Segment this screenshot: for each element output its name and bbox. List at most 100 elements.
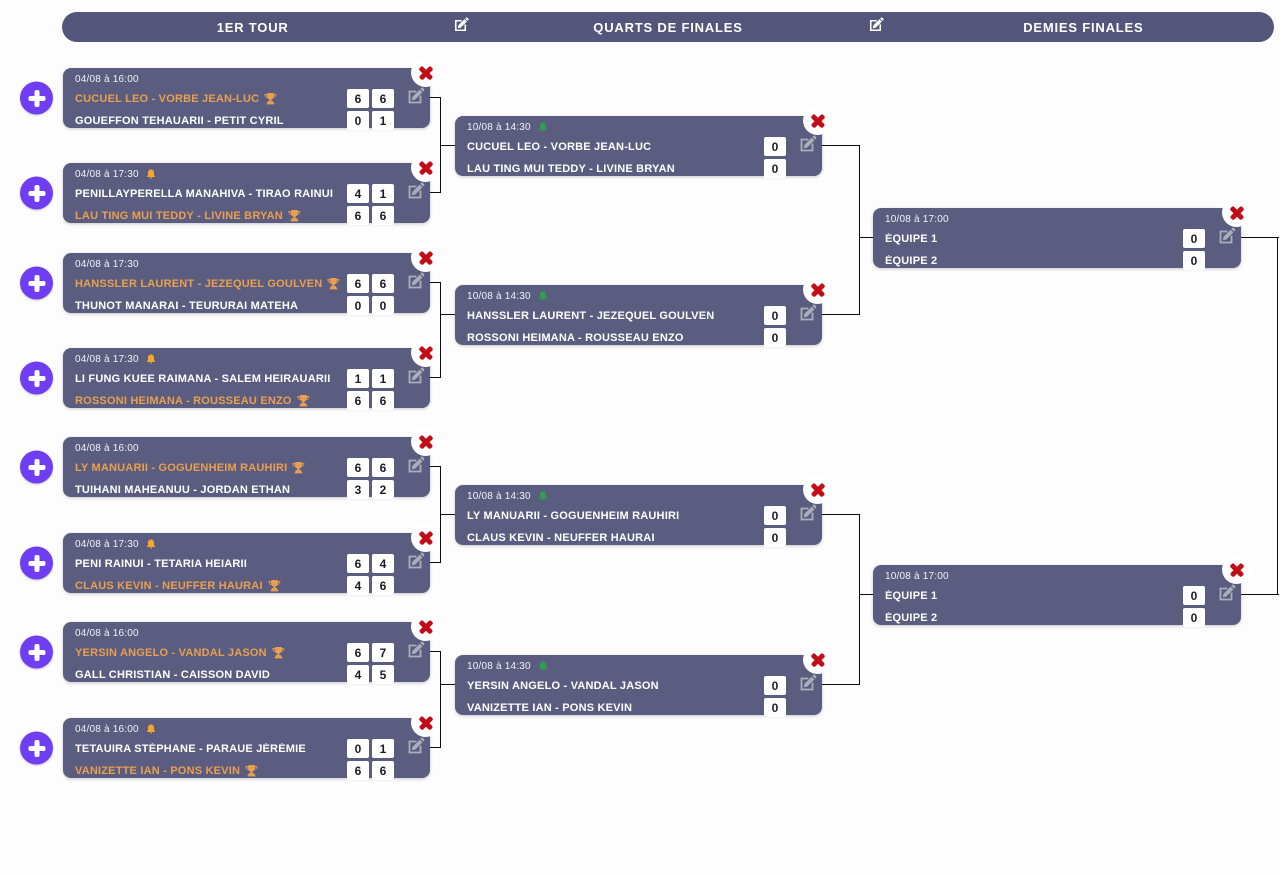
score-input[interactable]: 7 [372,643,394,662]
edit-round-button[interactable] [443,14,477,40]
edit-match-button[interactable] [1214,583,1238,607]
score-input[interactable]: 0 [764,676,786,695]
add-match-button[interactable] [20,546,53,580]
delete-match-button[interactable] [803,645,832,674]
add-match-button[interactable] [20,731,53,765]
edit-match-button[interactable] [403,181,427,205]
delete-match-button[interactable] [411,243,440,272]
bell-icon[interactable] [145,723,157,736]
score-input[interactable]: 0 [347,739,369,758]
score-input[interactable]: 6 [347,89,369,108]
score-input[interactable]: 6 [347,274,369,293]
score-input[interactable]: 0 [347,111,369,130]
score-input[interactable]: 1 [372,111,394,130]
score-input[interactable]: 6 [347,643,369,662]
edit-match-button[interactable] [403,86,427,110]
score-input[interactable]: 6 [372,89,394,108]
team-name: ÉQUIPE 2 [885,254,938,267]
bell-icon[interactable] [537,121,549,134]
score-input[interactable]: 6 [347,458,369,477]
score-input[interactable]: 6 [372,458,394,477]
score-input[interactable]: 0 [1183,608,1205,627]
score-input[interactable]: 0 [1183,251,1205,270]
delete-match-button[interactable] [411,58,440,87]
delete-match-button[interactable] [803,475,832,504]
team-name-winner: CLAUS KEVIN - NEUFFER HAURAI [75,580,281,592]
delete-match-button[interactable] [411,612,440,641]
score-input[interactable]: 1 [372,184,394,203]
match-card-body: 04/08 à 16:00 CUCUEL LEO - VORBE JEAN-LU… [63,58,440,130]
score-input[interactable]: 6 [372,761,394,780]
edit-match-button[interactable] [403,640,427,664]
connector-line [430,97,441,98]
score-input[interactable]: 4 [372,554,394,573]
edit-match-button[interactable] [795,673,819,697]
bell-icon[interactable] [537,490,549,503]
delete-match-button[interactable] [411,523,440,552]
edit-match-button[interactable] [795,303,819,327]
delete-match-button[interactable] [1222,198,1251,227]
edit-match-button[interactable] [403,271,427,295]
score-input[interactable]: 0 [764,159,786,178]
bell-icon[interactable] [537,290,549,303]
bell-icon[interactable] [145,168,157,181]
edit-match-button[interactable] [403,455,427,479]
bell-icon[interactable] [537,660,549,673]
score-input[interactable]: 4 [347,665,369,684]
score-input[interactable]: 6 [372,391,394,410]
team-row: PENILLAYPERELLA MANAHIVA - TIRAO RAINUI … [75,184,420,203]
delete-match-button[interactable] [411,153,440,182]
bell-icon[interactable] [145,538,157,551]
score-input[interactable]: 0 [764,506,786,525]
score-input[interactable]: 6 [372,576,394,595]
score-input[interactable]: 4 [347,184,369,203]
delete-match-button[interactable] [411,338,440,367]
add-match-button[interactable] [20,361,53,395]
score-input[interactable]: 0 [1183,229,1205,248]
edit-match-button[interactable] [795,134,819,158]
delete-match-button[interactable] [411,708,440,737]
score-input[interactable]: 0 [764,528,786,547]
edit-match-button[interactable] [795,503,819,527]
delete-match-button[interactable] [1222,555,1251,584]
add-match-button[interactable] [20,81,53,115]
delete-match-button[interactable] [803,106,832,135]
score-input[interactable]: 0 [764,328,786,347]
score-input[interactable]: 0 [347,296,369,315]
edit-match-button[interactable] [403,551,427,575]
score-input[interactable]: 6 [347,206,369,225]
score-input[interactable]: 3 [347,480,369,499]
score-input[interactable]: 0 [1183,586,1205,605]
edit-icon [796,303,818,328]
edit-match-button[interactable] [403,736,427,760]
score-input[interactable]: 6 [347,391,369,410]
add-match-button[interactable] [20,266,53,300]
delete-match-button[interactable] [803,275,832,304]
score-input[interactable]: 0 [372,296,394,315]
score-input[interactable]: 0 [764,306,786,325]
score-input[interactable]: 6 [347,761,369,780]
score-input[interactable]: 0 [764,698,786,717]
add-match-button[interactable] [20,635,53,669]
score-input[interactable]: 6 [372,274,394,293]
edit-match-button[interactable] [1214,226,1238,250]
edit-round-button[interactable] [859,14,893,40]
bell-icon[interactable] [145,353,157,366]
score-input[interactable]: 5 [372,665,394,684]
score-input[interactable]: 1 [372,739,394,758]
score-input[interactable]: 2 [372,480,394,499]
add-match-button[interactable] [20,176,53,210]
score-input[interactable]: 6 [372,206,394,225]
score-input[interactable]: 0 [764,137,786,156]
edit-match-button[interactable] [403,366,427,390]
match-datetime: 04/08 à 17:30 [75,539,139,550]
team-row: CUCUEL LEO - VORBE JEAN-LUC 0 [467,137,812,156]
add-match-button[interactable] [20,450,53,484]
delete-match-button[interactable] [411,427,440,456]
score-input[interactable]: 6 [347,554,369,573]
score-input[interactable]: 1 [347,369,369,388]
score-input[interactable]: 1 [372,369,394,388]
score-input[interactable]: 4 [347,576,369,595]
